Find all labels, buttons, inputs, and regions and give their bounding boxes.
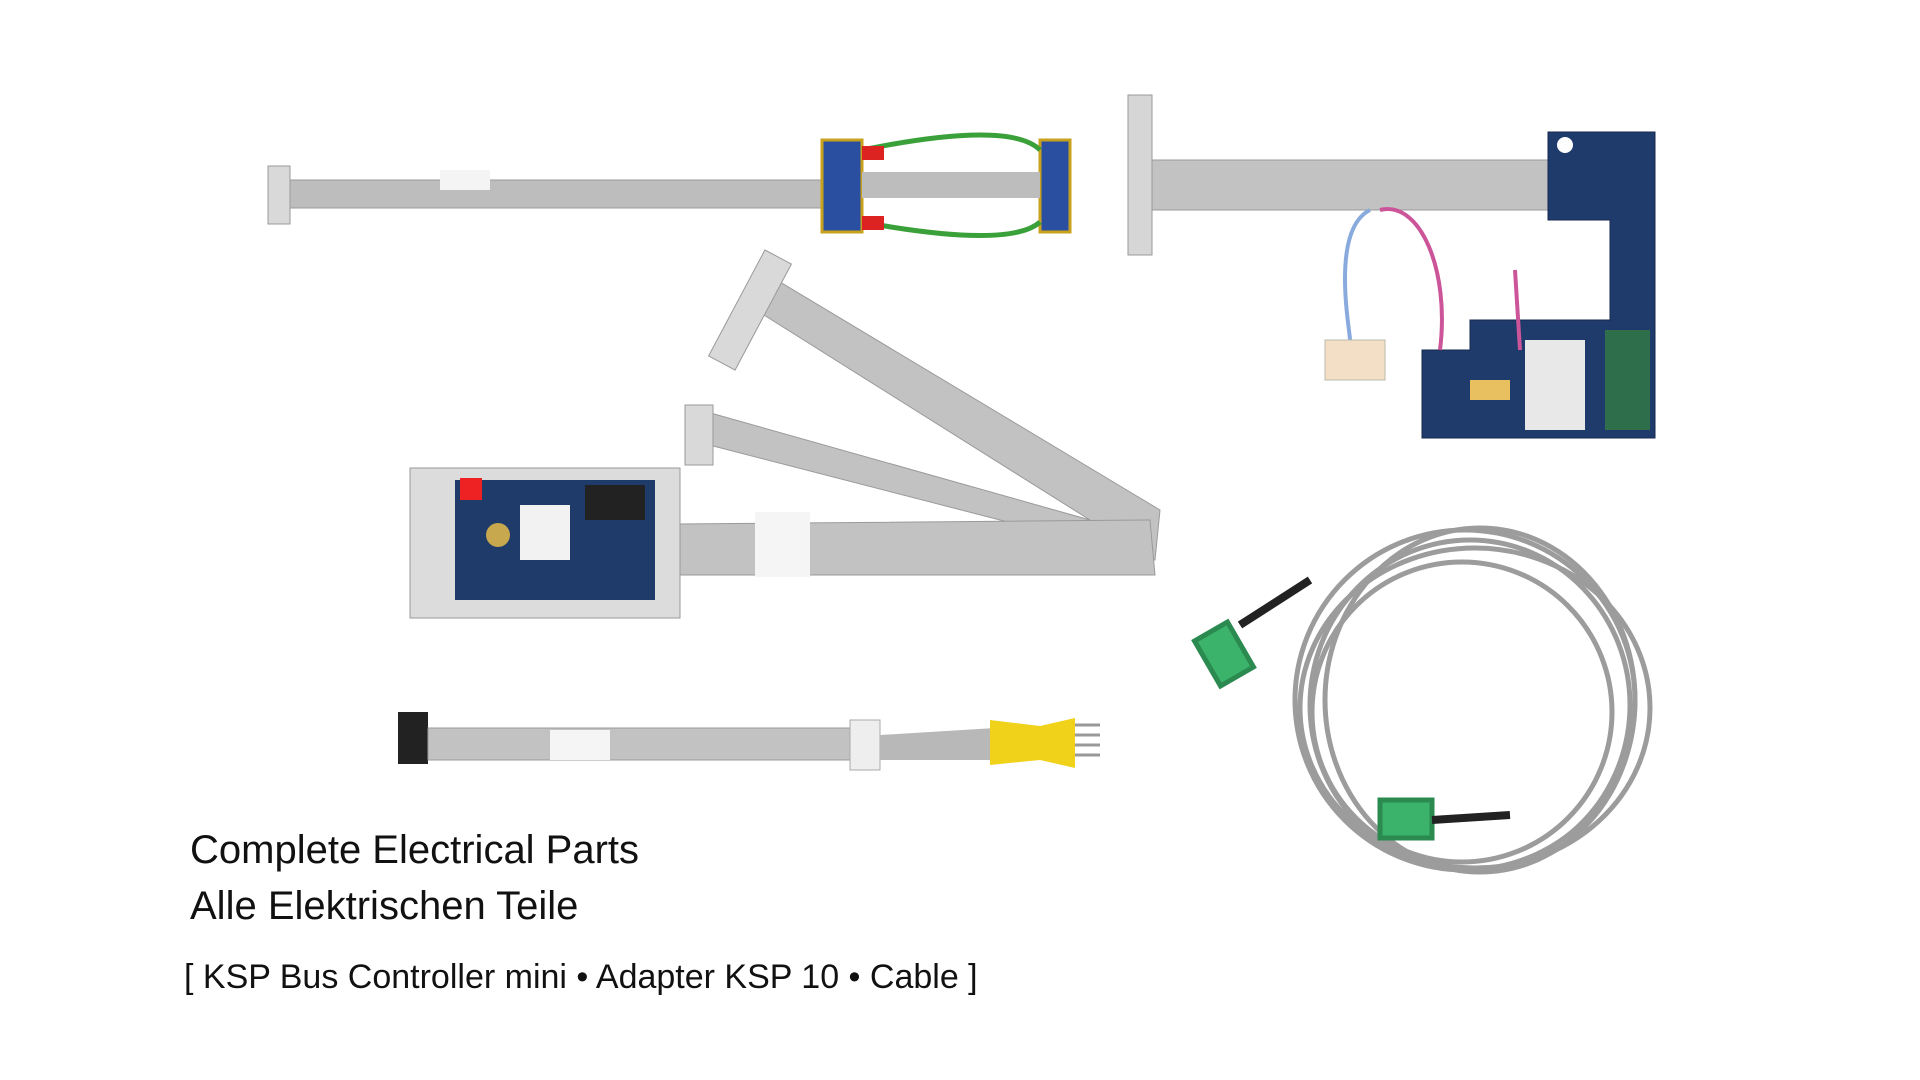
caption-parts-list: [ KSP Bus Controller mini • Adapter KSP … [184,958,978,996]
caption-title-english: Complete Electrical Parts [190,828,640,872]
adapter-ksp10 [1127,94,1656,439]
ribbon-cable-yellow [398,712,1100,771]
ribbon-cable-dsub [267,132,1072,238]
caption-title-german: Alle Elektrischen Teile [190,884,579,928]
ksp-bus-controller-mini [409,249,1161,619]
coiled-cable [1191,525,1653,875]
